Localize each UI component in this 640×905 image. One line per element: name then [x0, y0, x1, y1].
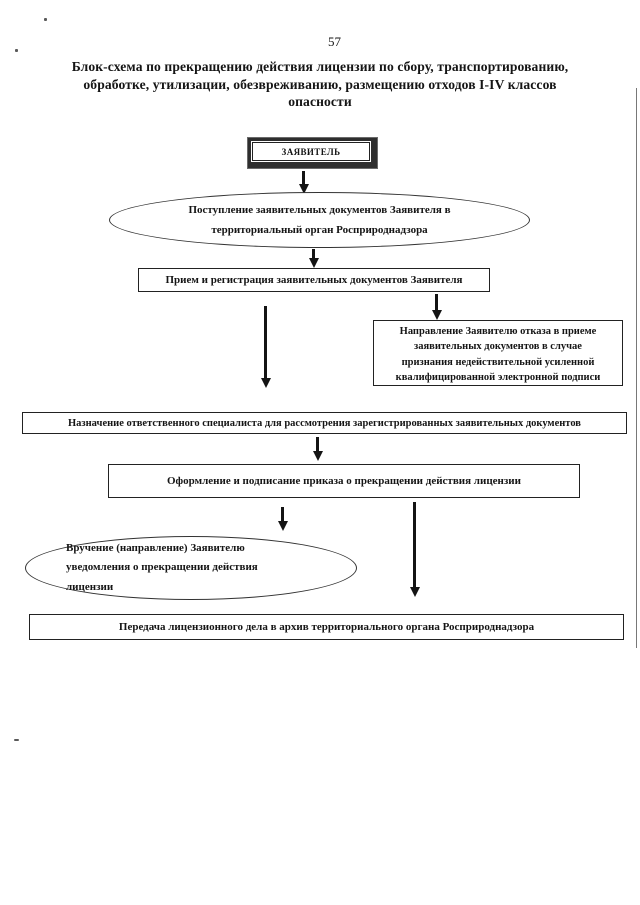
flow-node-applicant-label: ЗАЯВИТЕЛЬ — [252, 142, 370, 161]
arrow-order-to-archive — [413, 502, 416, 588]
flow-node-archive: Передача лицензионного дела в архив терр… — [29, 614, 624, 640]
scan-edge-line — [636, 88, 637, 648]
arrow-reception-to-refusal — [435, 294, 438, 311]
arrow-reception-to-assignment — [264, 306, 267, 379]
flow-node-order: Оформление и подписание приказа о прекра… — [108, 464, 580, 498]
flow-node-assignment: Назначение ответственного специалиста дл… — [22, 412, 627, 434]
flow-node-notification: Вручение (направление) Заявителю уведомл… — [25, 536, 357, 600]
scan-speck — [15, 49, 18, 52]
scan-speck — [14, 739, 19, 741]
flow-node-refusal: Направление Заявителю отказа в приеме за… — [373, 320, 623, 386]
arrow-submission-to-reception — [312, 249, 315, 259]
scan-speck — [44, 18, 47, 21]
flow-node-applicant: ЗАЯВИТЕЛЬ — [248, 138, 377, 168]
arrow-assignment-to-order — [316, 437, 319, 452]
arrow-order-to-notification — [281, 507, 284, 522]
page-number: 57 — [328, 34, 341, 49]
flow-node-reception: Прием и регистрация заявительных докумен… — [138, 268, 490, 292]
arrow-applicant-to-submission — [302, 171, 305, 185]
document-title: Блок-схема по прекращению действия лицен… — [71, 59, 569, 110]
flow-node-submission: Поступление заявительных документов Заяв… — [109, 192, 530, 248]
